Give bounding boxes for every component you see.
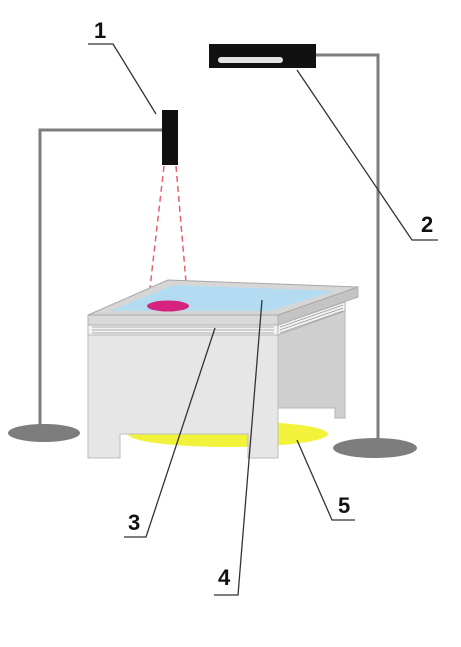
right-stand-base [333, 438, 417, 458]
light-source-body [209, 44, 316, 68]
label-4: 4 [218, 565, 231, 590]
leader-5 [296, 439, 355, 521]
mesh-front-lines [92, 326, 274, 334]
label-2: 2 [421, 212, 433, 237]
light-source-tube [218, 57, 283, 63]
leader-3 [124, 327, 216, 538]
right-stand [314, 53, 417, 458]
leader-lines [88, 43, 438, 596]
label-1: 1 [94, 18, 106, 43]
laser-spot [147, 300, 189, 312]
leader-2 [296, 69, 438, 241]
light-source [209, 44, 316, 68]
mesh-side-lines [279, 304, 344, 334]
label-3: 3 [128, 510, 140, 535]
camera [162, 110, 178, 165]
tray-front-rim [87, 314, 279, 326]
leader-4 [214, 299, 263, 596]
laser-beam [147, 165, 189, 306]
left-stand-pole [38, 128, 162, 430]
container-box [87, 279, 359, 459]
box-front [87, 324, 279, 459]
leader-1 [88, 43, 157, 115]
right-stand-pole [314, 53, 380, 444]
left-stand-base [8, 424, 80, 442]
left-stand [8, 128, 162, 442]
label-5: 5 [338, 493, 350, 518]
